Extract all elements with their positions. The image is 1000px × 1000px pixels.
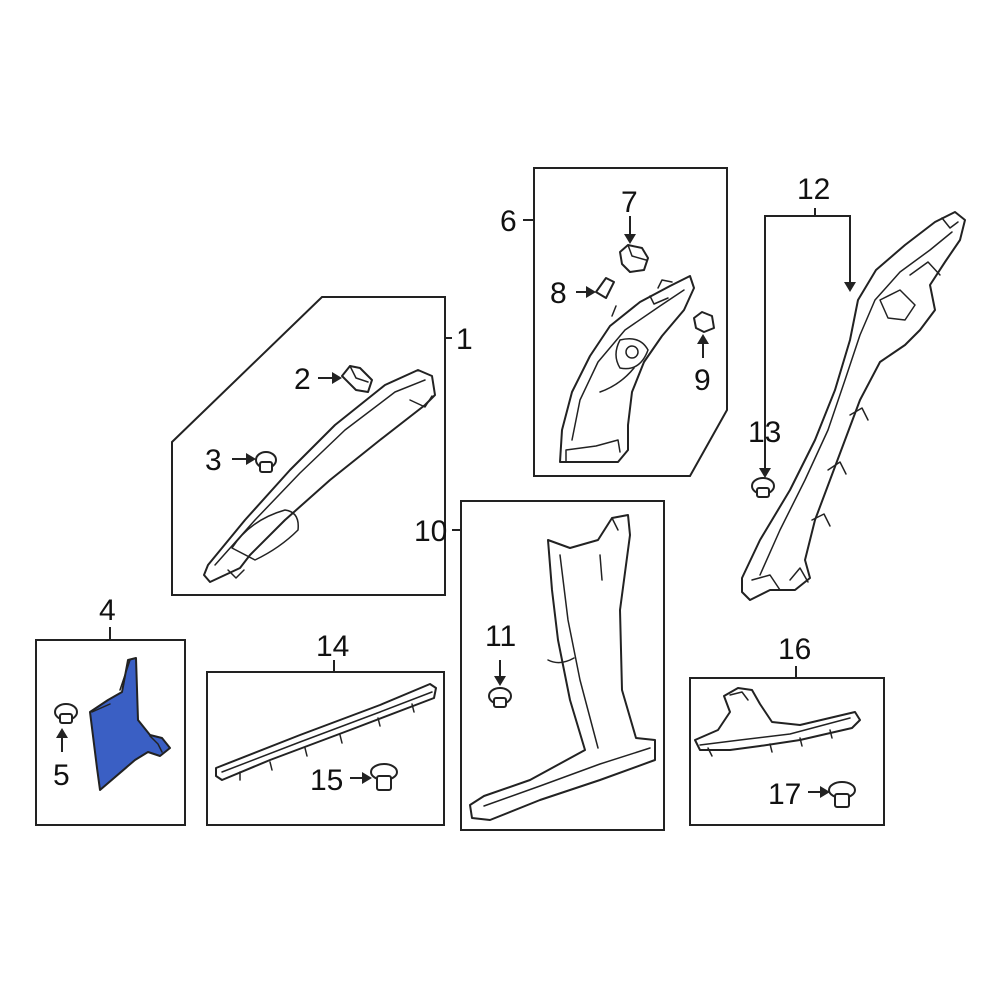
part-9-clip[interactable]: 9 — [693, 311, 715, 397]
callout-1[interactable]: 1 — [456, 323, 473, 356]
callout-8[interactable]: 8 — [550, 277, 567, 310]
group-10-lower-pillar-trim[interactable]: 10 11 — [414, 500, 665, 831]
part-8-pin[interactable]: 8 — [550, 277, 615, 310]
group-1-a-pillar-trim[interactable]: 1 2 3 — [171, 296, 473, 596]
part-7-clip[interactable]: 7 — [619, 186, 649, 273]
callout-13[interactable]: 13 — [748, 416, 781, 449]
callout-5[interactable]: 5 — [53, 759, 70, 792]
group-14-sill-trim[interactable]: 14 15 — [206, 630, 445, 826]
part-1-pillar-garnish[interactable] — [203, 369, 436, 583]
callout-11[interactable]: 11 — [485, 620, 516, 653]
callout-9[interactable]: 9 — [694, 364, 711, 397]
part-15-fastener[interactable]: 15 — [310, 763, 398, 797]
part-13-fastener[interactable]: 13 — [748, 416, 781, 498]
callout-7[interactable]: 7 — [621, 186, 638, 219]
part-14-sill-garnish[interactable] — [215, 683, 437, 781]
group-1-frame — [171, 296, 446, 596]
callout-17[interactable]: 17 — [768, 778, 801, 811]
callout-6[interactable]: 6 — [500, 205, 517, 238]
part-10-pillar-trim-lower[interactable] — [469, 514, 656, 821]
part-3-fastener[interactable]: 3 — [205, 444, 277, 477]
part-11-fastener[interactable]: 11 — [485, 620, 516, 708]
part-6-pillar-trim-upper[interactable] — [559, 275, 695, 463]
part-16-rear-sill-garnish[interactable] — [694, 687, 861, 757]
part-17-fastener[interactable]: 17 — [768, 778, 856, 811]
callout-12[interactable]: 12 — [797, 173, 830, 206]
part-12-pillar-trim-rear[interactable] — [741, 211, 966, 601]
group-16-rear-sill-trim[interactable]: 16 17 — [689, 633, 885, 826]
group-6-upper-pillar-trim[interactable]: 6 7 8 — [500, 167, 728, 477]
group-4-kick-panel[interactable]: 4 5 — [35, 594, 186, 826]
part-4-kick-panel-highlighted[interactable] — [89, 657, 171, 791]
callout-2[interactable]: 2 — [294, 363, 311, 396]
group-16-frame — [689, 677, 885, 826]
callout-10[interactable]: 10 — [414, 515, 447, 548]
group-12-rear-pillar-trim[interactable]: 12 13 — [741, 173, 966, 601]
highlighted-part-4[interactable] — [89, 657, 171, 791]
callout-4[interactable]: 4 — [99, 594, 116, 627]
callout-3[interactable]: 3 — [205, 444, 222, 477]
callout-14[interactable]: 14 — [316, 630, 349, 663]
callout-16[interactable]: 16 — [778, 633, 811, 666]
part-5-fastener[interactable]: 5 — [53, 703, 78, 792]
callout-15[interactable]: 15 — [310, 764, 343, 797]
part-2-clip[interactable]: 2 — [294, 363, 373, 396]
